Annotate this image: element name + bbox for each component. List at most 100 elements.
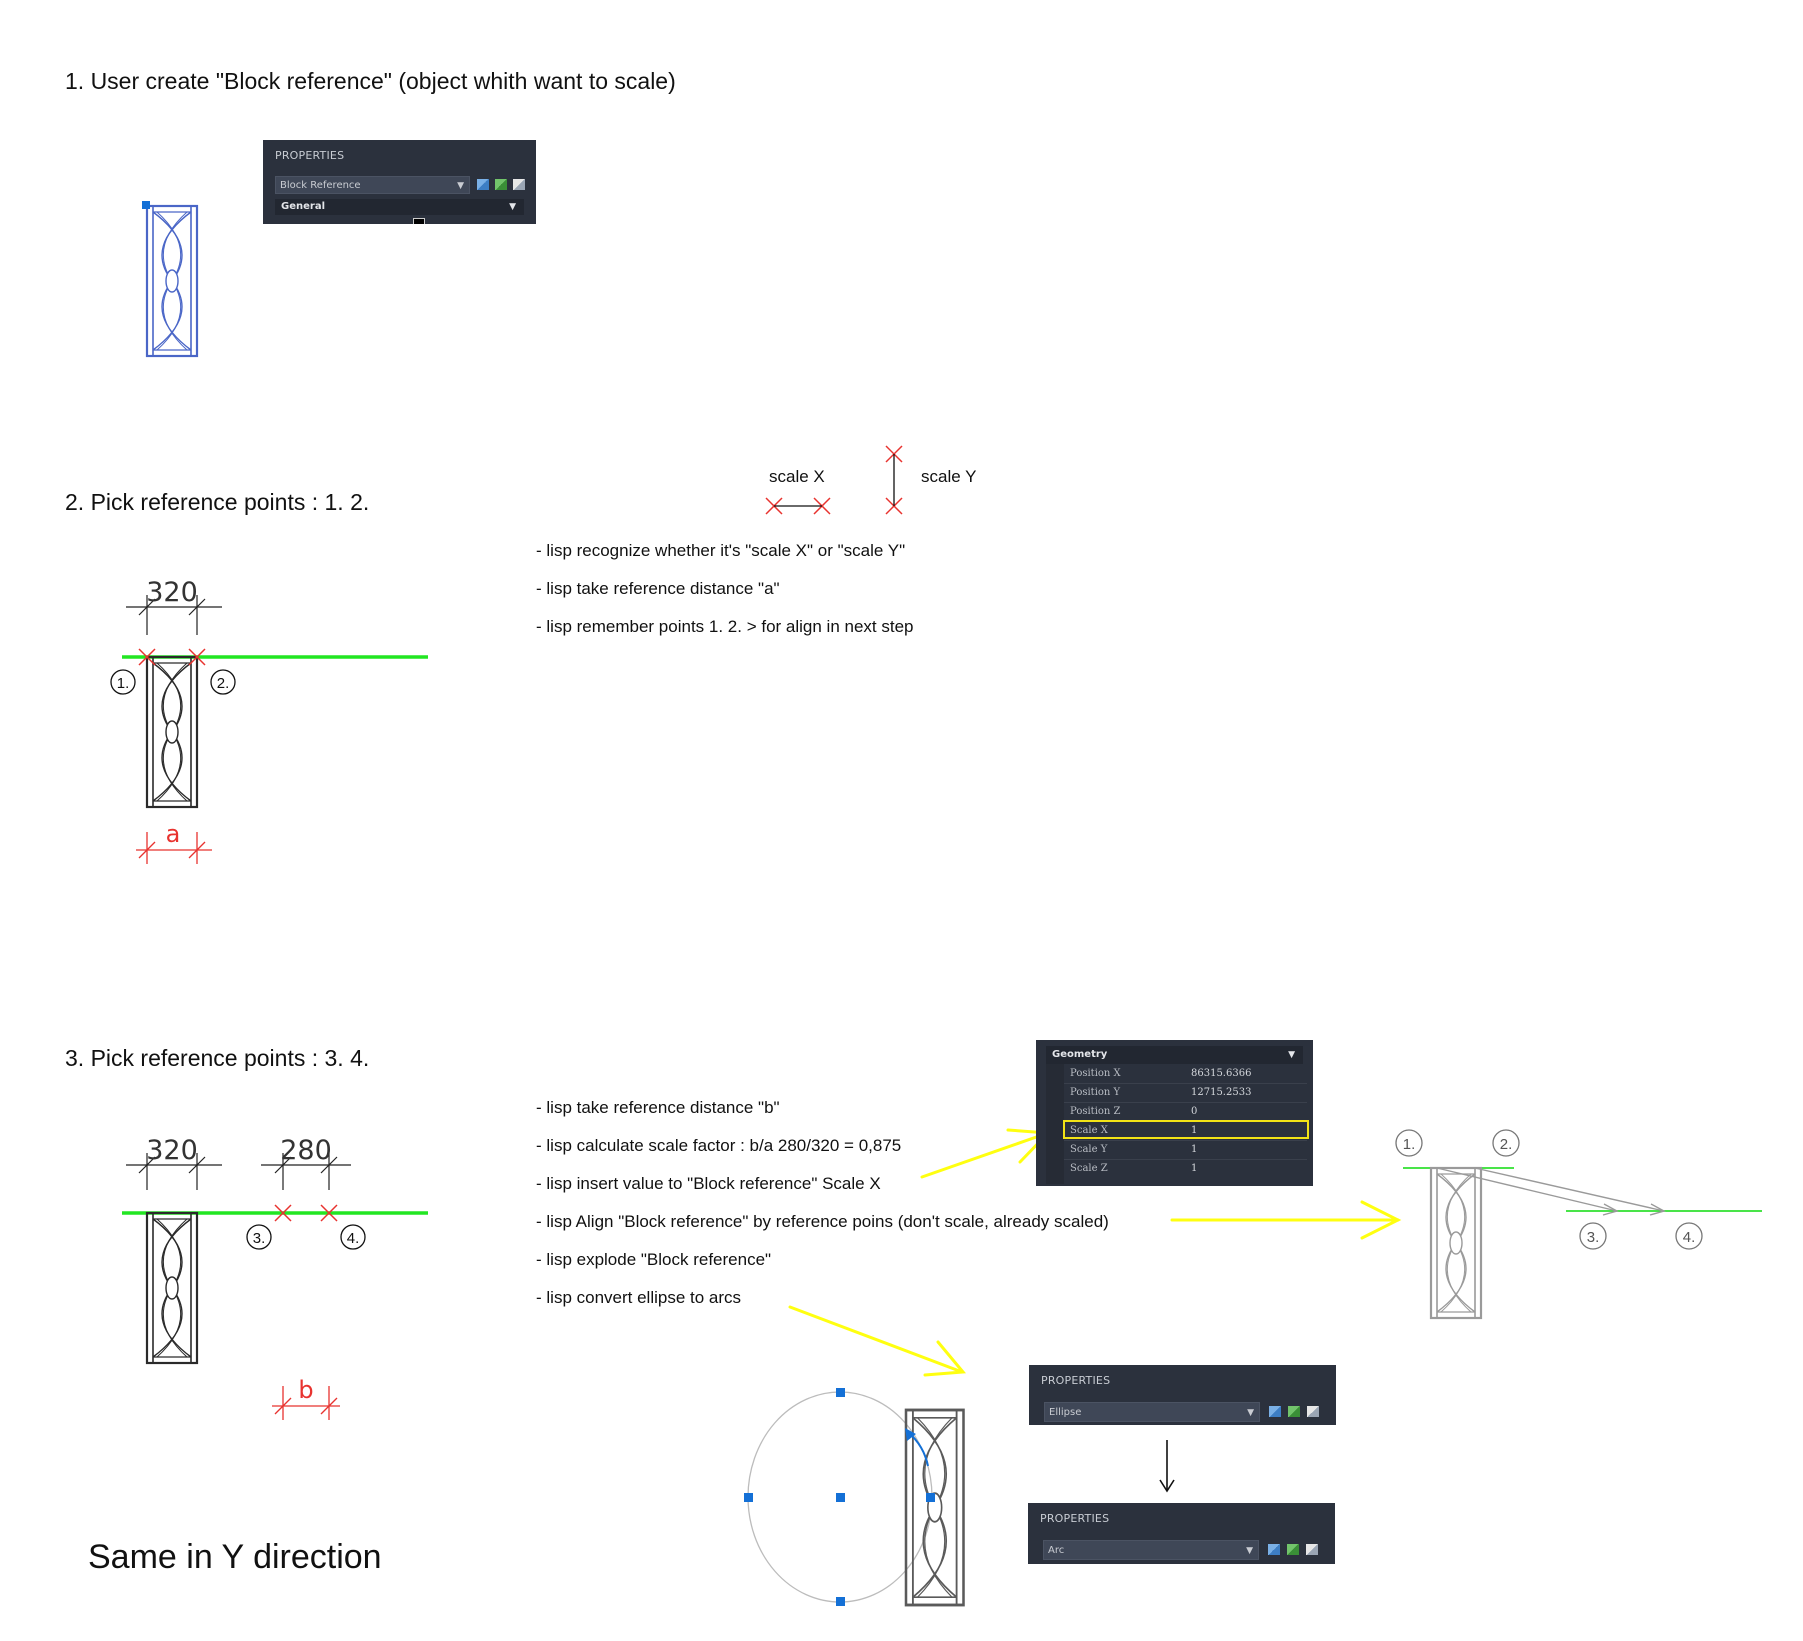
color-swatch xyxy=(413,218,425,224)
section-geometry-label: Geometry xyxy=(1052,1049,1108,1060)
toggle-pickadd-icon[interactable] xyxy=(1268,1544,1280,1555)
row-value: 1 xyxy=(1191,1163,1198,1174)
dim-280-label: 280 xyxy=(280,1135,332,1166)
geometry-row-position-y[interactable]: Position Y 12715.2533 xyxy=(1064,1083,1307,1103)
object-type-select[interactable]: Block Reference ▼ xyxy=(275,176,470,194)
svg-text:3.: 3. xyxy=(1587,1229,1600,1246)
legend-scale-y-label: scale Y xyxy=(921,467,977,486)
object-type-value: Arc xyxy=(1048,1545,1065,1556)
geometry-row-position-x[interactable]: Position X 86315.6366 xyxy=(1064,1064,1307,1084)
pick-points-1-2 xyxy=(138,648,206,666)
quick-select-icon[interactable] xyxy=(1306,1544,1318,1555)
geometry-row-scale-y[interactable]: Scale Y 1 xyxy=(1064,1140,1307,1160)
object-type-select[interactable]: Ellipse ▼ xyxy=(1044,1402,1260,1422)
section-geometry[interactable]: Geometry ▼ xyxy=(1046,1046,1303,1064)
select-objects-icon[interactable] xyxy=(1287,1544,1299,1555)
chevron-down-icon: ▼ xyxy=(1247,1408,1254,1418)
dimension-b xyxy=(272,1386,340,1420)
toggle-pickadd-icon[interactable] xyxy=(477,179,489,190)
dim-b-label: b xyxy=(298,1376,313,1404)
point-label-1-step2: 1. xyxy=(110,669,136,695)
toggle-pickadd-icon[interactable] xyxy=(1269,1406,1281,1417)
svg-text:3.: 3. xyxy=(253,1230,266,1247)
section-general[interactable]: General ▼ xyxy=(275,199,524,215)
point-label-3-align: 3. xyxy=(1579,1222,1607,1250)
quick-select-icon[interactable] xyxy=(513,179,525,190)
dim-320-label-step2: 320 xyxy=(146,577,198,608)
yellow-arrow-to-geometry xyxy=(920,1128,1052,1179)
yellow-arrow-to-explode xyxy=(788,1305,967,1377)
row-value: 12715.2533 xyxy=(1191,1087,1252,1098)
block-reference-step2 xyxy=(145,655,199,809)
panel-header: PROPERTIES xyxy=(275,149,345,162)
row-key: Scale Y xyxy=(1070,1144,1108,1155)
panel-header: PROPERTIES xyxy=(1041,1374,1111,1387)
row-key: Scale Z xyxy=(1070,1163,1108,1174)
dim-a-label: a xyxy=(166,820,181,848)
dim-320-label-step3: 320 xyxy=(146,1135,198,1166)
dimension-280 xyxy=(261,1153,351,1190)
row-value: 1 xyxy=(1191,1144,1198,1155)
chevron-down-icon: ▼ xyxy=(1246,1546,1253,1556)
quick-select-icon[interactable] xyxy=(1307,1406,1319,1417)
note-recognize: - lisp recognize whether it's "scale X" … xyxy=(536,541,906,560)
select-objects-icon[interactable] xyxy=(495,179,507,190)
note-distance-a: - lisp take reference distance "a" xyxy=(536,579,780,598)
block-reference-step3 xyxy=(145,1211,199,1365)
note-explode: - lisp explode "Block reference" xyxy=(536,1250,772,1269)
select-objects-icon[interactable] xyxy=(1288,1406,1300,1417)
object-type-select[interactable]: Arc ▼ xyxy=(1043,1540,1259,1560)
svg-text:4.: 4. xyxy=(1683,1229,1696,1246)
note-remember: - lisp remember points 1. 2. > for align… xyxy=(536,617,914,636)
svg-text:4.: 4. xyxy=(347,1230,360,1247)
yellow-arrow-to-align xyxy=(1170,1200,1402,1240)
row-value: 86315.6366 xyxy=(1191,1068,1252,1079)
object-type-value: Ellipse xyxy=(1049,1407,1082,1418)
panel-header: PROPERTIES xyxy=(1040,1512,1110,1525)
pick-points-3-4 xyxy=(274,1204,338,1222)
arc-grip-triangle xyxy=(905,1428,916,1441)
geometry-gutter xyxy=(1046,1064,1064,1184)
properties-panel-block: PROPERTIES Block Reference ▼ General ▼ xyxy=(263,140,536,224)
step-2-text: 2. Pick reference points : 1. 2. xyxy=(65,489,370,515)
object-type-value: Block Reference xyxy=(280,180,361,191)
geometry-row-position-z[interactable]: Position Z 0 xyxy=(1064,1102,1307,1122)
chevron-down-icon: ▼ xyxy=(509,202,516,212)
point-label-3-step3: 3. xyxy=(246,1224,272,1250)
ellipse-grips xyxy=(744,1388,935,1606)
geometry-panel: Geometry ▼ Position X 86315.6366 Position… xyxy=(1036,1040,1313,1186)
scale-x-highlight-box xyxy=(1063,1120,1309,1139)
svg-text:2.: 2. xyxy=(217,675,230,692)
step-1-text: 1. User create "Block reference" (object… xyxy=(65,68,676,94)
row-value: 1 xyxy=(1191,1125,1198,1136)
row-key: Position Z xyxy=(1070,1106,1121,1117)
svg-text:2.: 2. xyxy=(1500,1136,1513,1153)
point-label-4-step3: 4. xyxy=(340,1224,366,1250)
section-general-label: General xyxy=(281,201,325,212)
svg-text:1.: 1. xyxy=(117,675,130,692)
point-label-2-align: 2. xyxy=(1492,1129,1520,1157)
point-label-4-align: 4. xyxy=(1675,1222,1703,1250)
row-key: Position Y xyxy=(1070,1087,1121,1098)
legend-scale-x-label: scale X xyxy=(769,467,825,486)
svg-text:1.: 1. xyxy=(1403,1136,1416,1153)
note-scale-factor: - lisp calculate scale factor : b/a 280/… xyxy=(536,1136,902,1155)
block-reference-blue xyxy=(145,204,199,358)
row-key: Scale X xyxy=(1070,1125,1108,1136)
geometry-row-scale-x[interactable]: Scale X 1 xyxy=(1064,1121,1307,1141)
properties-panel-ellipse: PROPERTIES Ellipse ▼ xyxy=(1029,1365,1336,1425)
note-align: - lisp Align "Block reference" by refere… xyxy=(536,1212,1109,1231)
geometry-row-scale-z[interactable]: Scale Z 1 xyxy=(1064,1159,1307,1178)
row-key: Position X xyxy=(1070,1068,1121,1079)
chevron-down-icon: ▼ xyxy=(1288,1050,1295,1060)
down-arrow xyxy=(1159,1440,1175,1493)
block-grip xyxy=(142,201,150,209)
dimension-320-step2 xyxy=(126,595,222,635)
point-label-2-step2: 2. xyxy=(210,669,236,695)
align-arrows xyxy=(1436,1167,1666,1216)
note-distance-b: - lisp take reference distance "b" xyxy=(536,1098,780,1117)
step-3-text: 3. Pick reference points : 3. 4. xyxy=(65,1045,370,1071)
dimension-320-step3 xyxy=(126,1153,222,1190)
row-value: 0 xyxy=(1191,1106,1198,1117)
